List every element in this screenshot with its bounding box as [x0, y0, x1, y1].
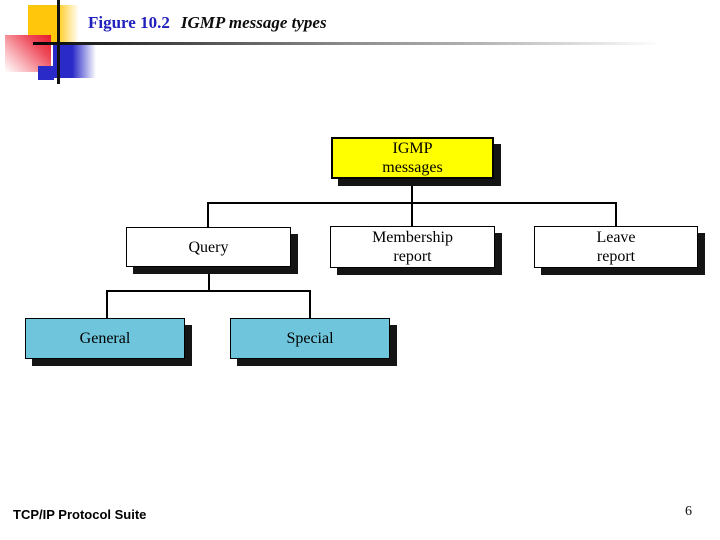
page-number: 6 — [685, 504, 692, 519]
logo-blue-square — [53, 45, 96, 78]
node-leave-report: Leave report — [534, 226, 698, 268]
connector-top-horizontal — [207, 202, 617, 204]
logo-red-square — [5, 35, 51, 72]
slide-title: Figure 10.2 IGMP message types — [88, 13, 327, 33]
node-special: Special — [230, 318, 390, 359]
node-general: General — [25, 318, 185, 359]
footer-text: TCP/IP Protocol Suite — [13, 507, 147, 522]
connector-drop-to-query — [207, 202, 209, 227]
logo-blue-small-square — [38, 66, 54, 80]
node-membership-report: Membership report — [330, 226, 495, 268]
connector-drop-to-general — [106, 290, 108, 318]
connector-query-down — [208, 266, 210, 292]
connector-bottom-horizontal — [106, 290, 311, 292]
header-rule — [33, 42, 675, 45]
figure-title: IGMP message types — [180, 13, 327, 32]
figure-label: Figure 10.2 — [88, 13, 170, 32]
node-query: Query — [126, 227, 291, 267]
connector-drop-to-leave — [615, 202, 617, 226]
node-igmp-messages: IGMP messages — [331, 137, 494, 179]
connector-drop-to-special — [309, 290, 311, 318]
